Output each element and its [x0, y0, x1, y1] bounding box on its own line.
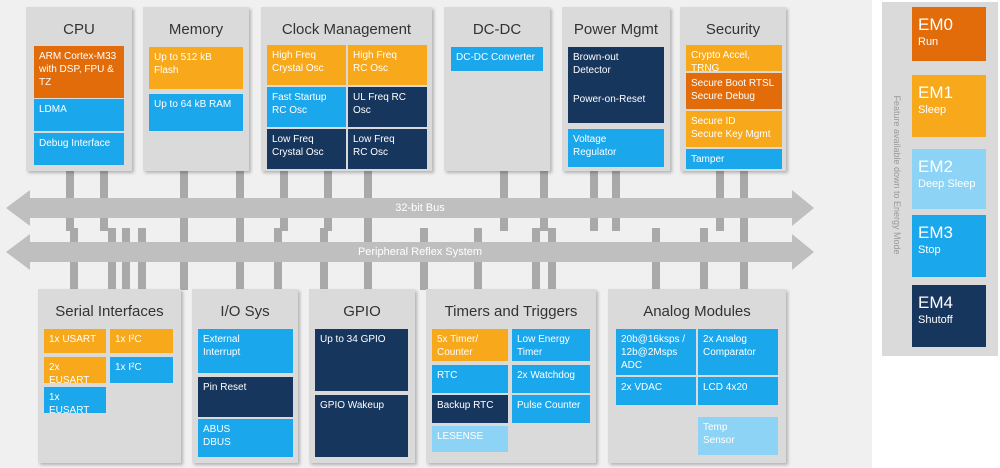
em3-desc: Stop [918, 244, 941, 256]
timer-counter-block: 5x Timer/ Counter [432, 329, 508, 361]
secure-id-block: Secure ID Secure Key Mgmt [686, 111, 782, 147]
debug-interface-block: Debug Interface [34, 133, 124, 165]
em2-legend-item: EM2 Deep Sleep [912, 149, 986, 209]
crypto-accel-block: Crypto Accel, TRNG [686, 45, 782, 71]
lf-crystal-osc-block: Low Freq Crystal Osc [267, 129, 346, 169]
bus-32bit-arrow [6, 190, 814, 226]
prs-label: Peripheral Reflex System [357, 246, 483, 258]
voltage-regulator-block: Voltage Regulator [568, 129, 664, 167]
tamper-block: Tamper [686, 149, 782, 169]
em1-name: EM1 [918, 83, 953, 102]
lf-rc-osc-block: Low Freq RC Osc [348, 129, 427, 169]
hf-rc-osc-block: High Freq RC Osc [348, 45, 427, 85]
low-energy-timer-block: Low Energy Timer [512, 329, 590, 361]
lesense-block: LESENSE [432, 426, 508, 452]
eusart-2x-block: 2x EUSART [44, 357, 106, 383]
analog-group: Analog Modules 20b@16ksps / 12b@2Msps AD… [608, 289, 786, 463]
dcdc-title: DC-DC [472, 21, 522, 38]
io-group: I/O Sys External Interrupt Pin Reset ABU… [192, 289, 298, 463]
legend-caption: Feature available down to Energy Mode [892, 95, 902, 255]
clock-group: Clock Management High Freq Crystal Osc H… [261, 7, 432, 171]
serial-title: Serial Interfaces [55, 303, 164, 320]
eusart-1x-block: 1x EUSART [44, 387, 106, 413]
energy-mode-legend: Feature available down to Energy Mode EM… [882, 2, 998, 356]
io-title: I/O Sys [220, 303, 270, 320]
em4-name: EM4 [918, 293, 953, 312]
adc-block: 20b@16ksps / 12b@2Msps ADC [616, 329, 696, 375]
memory-title: Memory [168, 21, 224, 38]
i2c-0-block: 1x I²C [110, 329, 173, 353]
cpu-core-block: ARM Cortex-M33 with DSP, FPU & TZ [34, 46, 124, 98]
cpu-group: CPU ARM Cortex-M33 with DSP, FPU & TZ LD… [26, 7, 132, 171]
em2-name: EM2 [918, 157, 953, 176]
em0-desc: Run [918, 36, 939, 48]
analog-title: Analog Modules [643, 303, 751, 320]
em4-legend-item: EM4 Shutoff [912, 285, 986, 347]
power-group: Power Mgmt Brown-out Detector Power-on-R… [562, 7, 670, 171]
fast-startup-rc-osc-block: Fast Startup RC Osc [267, 87, 346, 127]
watchdog-block: 2x Watchdog [512, 365, 590, 393]
clock-title: Clock Management [281, 21, 412, 38]
gpio-group: GPIO Up to 34 GPIO GPIO Wakeup [309, 289, 415, 463]
ul-freq-rc-osc-block: UL Freq RC Osc [348, 87, 427, 127]
temp-sensor-block: Temp Sensor [698, 417, 778, 455]
memory-group: Memory Up to 512 kB Flash Up to 64 kB RA… [143, 7, 249, 171]
gpio-count-block: Up to 34 GPIO [315, 329, 408, 391]
block-diagram: CPU ARM Cortex-M33 with DSP, FPU & TZ LD… [0, 0, 872, 468]
hf-crystal-osc-block: High Freq Crystal Osc [267, 45, 346, 85]
brown-out-detector-block: Brown-out Detector [568, 47, 664, 89]
em0-legend-item: EM0 Run [912, 7, 986, 61]
rtc-block: RTC [432, 365, 508, 393]
timers-group: Timers and Triggers 5x Timer/ Counter Lo… [426, 289, 596, 463]
power-on-reset-block: Power-on-Reset [568, 89, 664, 123]
flash-block: Up to 512 kB Flash [149, 47, 243, 89]
em4-desc: Shutoff [918, 314, 953, 326]
security-group: Security Crypto Accel, TRNG Secure Boot … [680, 7, 786, 171]
power-title: Power Mgmt [573, 21, 659, 38]
secure-boot-block: Secure Boot RTSL Secure Debug [686, 73, 782, 109]
gpio-wakeup-block: GPIO Wakeup [315, 395, 408, 457]
analog-comparator-block: 2x Analog Comparator [698, 329, 778, 375]
dcdc-converter-block: DC-DC Converter [451, 47, 543, 71]
lcd-block: LCD 4x20 [698, 377, 778, 405]
ldma-block: LDMA [34, 99, 124, 131]
pulse-counter-block: Pulse Counter [512, 395, 590, 423]
ram-block: Up to 64 kB RAM [149, 94, 243, 131]
serial-group: Serial Interfaces 1x USART 1x I²C 2x EUS… [38, 289, 181, 463]
security-title: Security [705, 21, 761, 38]
abus-dbus-block: ABUS DBUS [198, 419, 293, 457]
em2-desc: Deep Sleep [918, 178, 976, 190]
bus-32bit-label: 32-bit Bus [395, 202, 445, 214]
peripheral-reflex-system-arrow [6, 234, 814, 270]
vdac-block: 2x VDAC [616, 377, 696, 405]
em3-name: EM3 [918, 223, 953, 242]
gpio-title: GPIO [343, 303, 381, 320]
backup-rtc-block: Backup RTC [432, 395, 508, 423]
cpu-title: CPU [63, 21, 95, 38]
em3-legend-item: EM3 Stop [912, 215, 986, 277]
em0-name: EM0 [918, 15, 953, 34]
timers-title: Timers and Triggers [444, 303, 578, 320]
dcdc-group: DC-DC DC-DC Converter [444, 7, 550, 171]
i2c-1-block: 1x I²C [110, 357, 173, 383]
usart-block: 1x USART [44, 329, 106, 353]
external-interrupt-block: External Interrupt [198, 329, 293, 373]
pin-reset-block: Pin Reset [198, 377, 293, 417]
em1-legend-item: EM1 Sleep [912, 75, 986, 137]
em1-desc: Sleep [918, 104, 947, 116]
